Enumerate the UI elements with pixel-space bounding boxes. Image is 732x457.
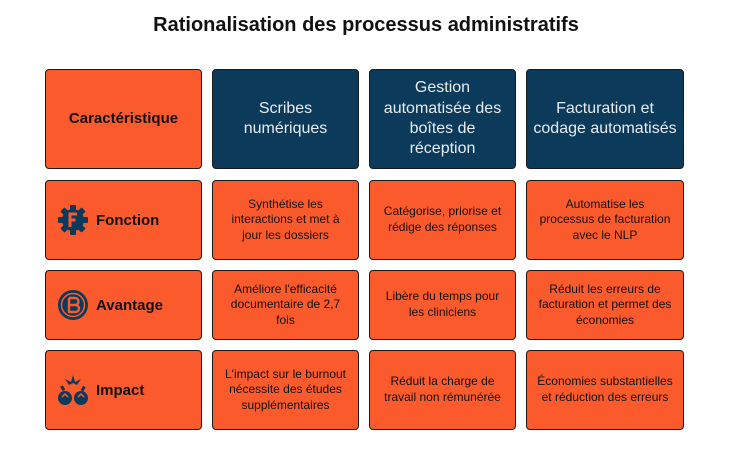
cell-fonction-billing: Automatise les processus de facturation … xyxy=(526,180,684,260)
cell-impact-scribes: L'impact sur le burnout nécessite des ét… xyxy=(212,350,359,430)
cell-avantage-billing: Réduit les erreurs de facturation et per… xyxy=(526,270,684,340)
impact-collision-icon xyxy=(58,375,88,405)
header-inbox-management: Gestion automatisée des boîtes de récept… xyxy=(369,69,516,169)
row-label-impact: Impact xyxy=(45,350,202,430)
function-gear-icon xyxy=(58,205,88,235)
header-billing-coding: Facturation et codage automatisés xyxy=(526,69,684,169)
row-label-avantage: Avantage xyxy=(45,270,202,340)
coin-icon xyxy=(58,290,88,320)
cell-fonction-scribes: Synthétise les interactions et met à jou… xyxy=(212,180,359,260)
cell-avantage-scribes: Améliore l'efficacité documentaire de 2,… xyxy=(212,270,359,340)
header-characteristic: Caractéristique xyxy=(45,69,202,169)
cell-avantage-inbox: Libère du temps pour les cliniciens xyxy=(369,270,516,340)
cell-impact-billing: Économies substantielles et réduction de… xyxy=(526,350,684,430)
cell-impact-inbox: Réduit la charge de travail non rémunéré… xyxy=(369,350,516,430)
page-title: Rationalisation des processus administra… xyxy=(153,14,579,36)
cell-fonction-inbox: Catégorise, priorise et rédige des répon… xyxy=(369,180,516,260)
header-digital-scribes: Scribes numériques xyxy=(212,69,359,169)
row-label-fonction: Fonction xyxy=(45,180,202,260)
